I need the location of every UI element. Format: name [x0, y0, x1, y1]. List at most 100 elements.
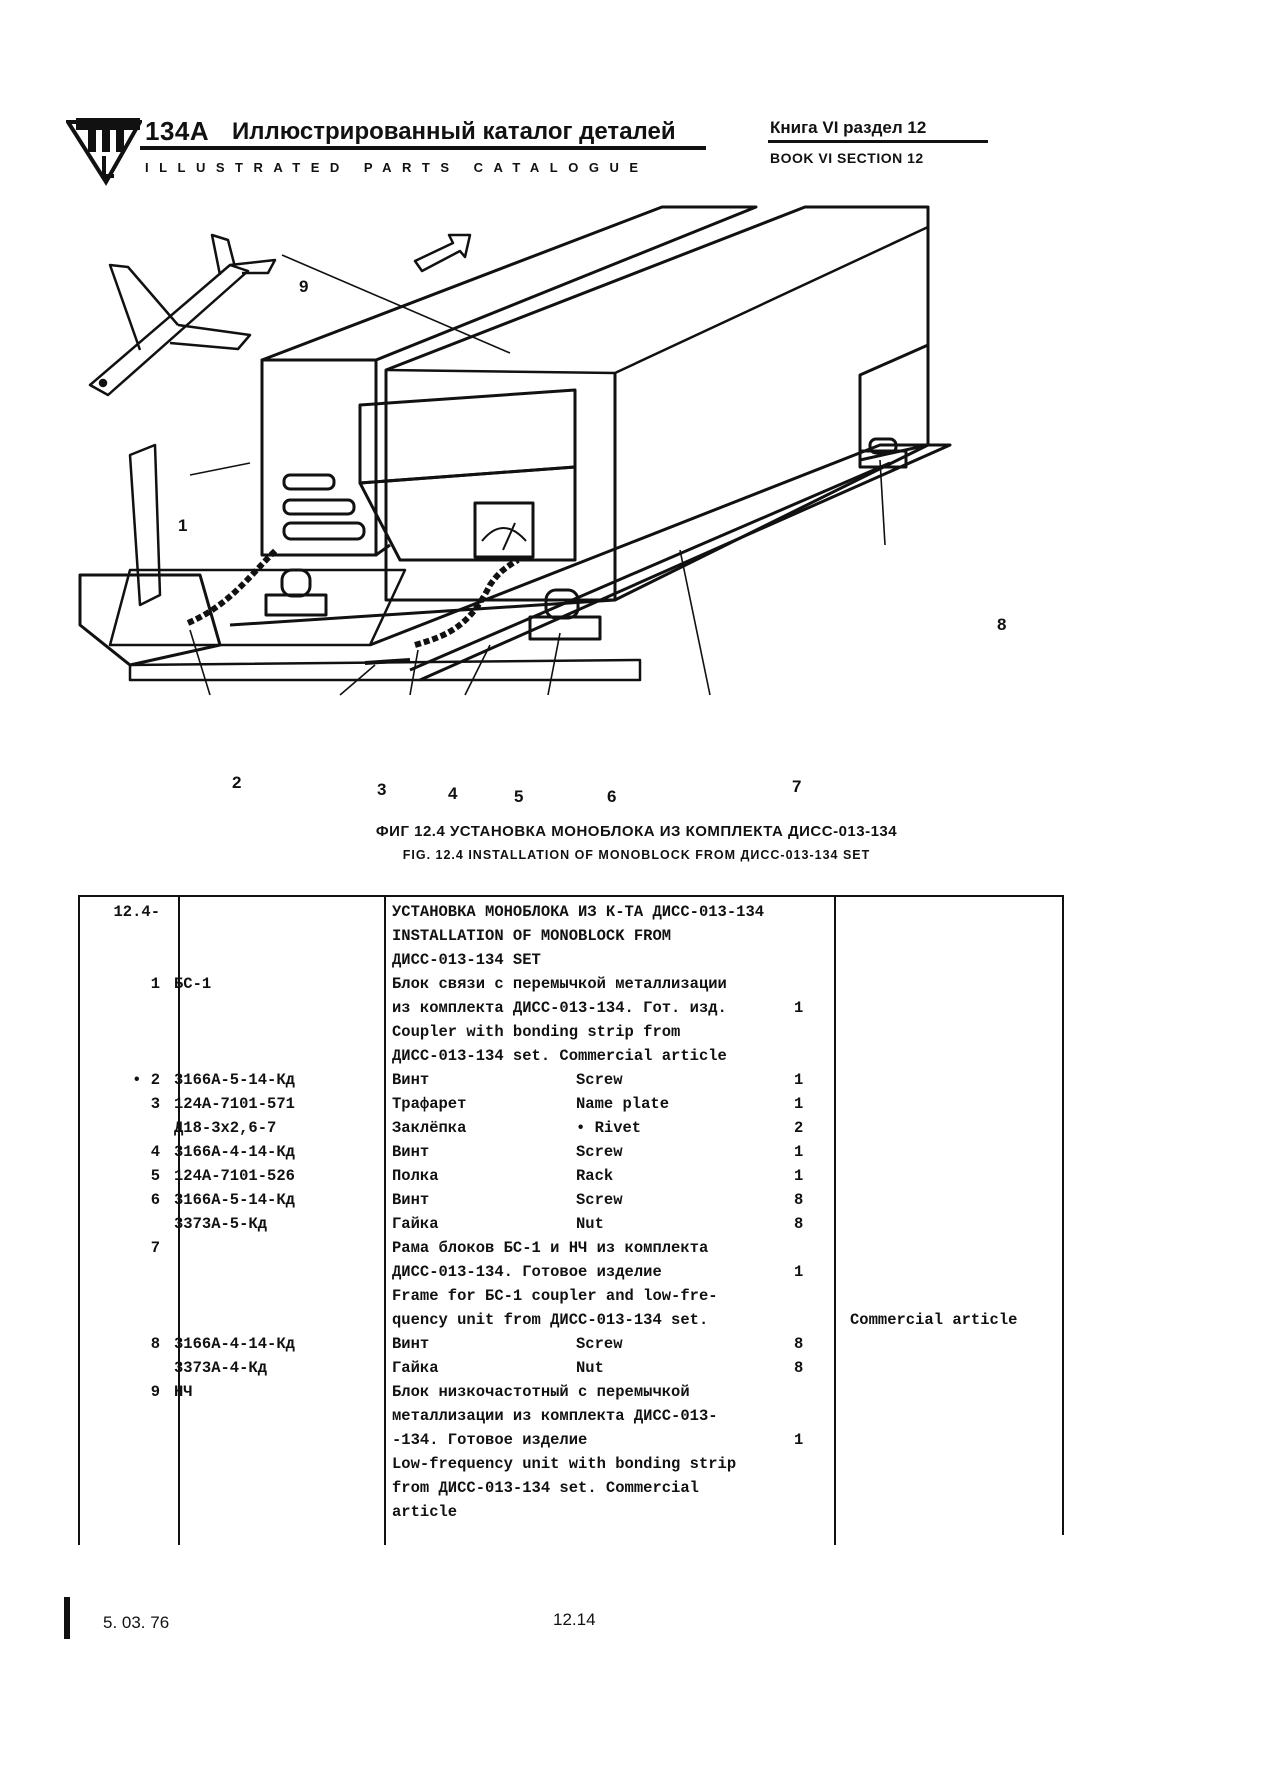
quantity: 1	[794, 1263, 804, 1281]
quantity: 1	[794, 1143, 804, 1161]
callout-1: 1	[178, 516, 188, 535]
nomenclature-en: Nut	[576, 1215, 604, 1233]
header-rule	[140, 146, 706, 150]
book-rule	[768, 140, 988, 143]
nomenclature: ДИСС-013-134 SET	[392, 951, 541, 969]
nomenclature: металлизации из комплекта ДИСС-013-	[392, 1407, 718, 1425]
callout-7: 7	[792, 777, 802, 796]
part-number: 3166А-5-14-Кд	[174, 1191, 295, 1209]
book-section-ru: Книга VI раздел 12	[770, 118, 927, 137]
figure-caption-ru: ФИГ 12.4 УСТАНОВКА МОНОБЛОКА ИЗ КОМПЛЕКТ…	[375, 823, 898, 840]
item-number: 4	[150, 1143, 160, 1161]
nomenclature: Рама блоков БС-1 и НЧ из комплекта	[392, 1239, 709, 1257]
nomenclature: Гайка	[392, 1359, 439, 1377]
quantity: 8	[794, 1215, 804, 1233]
item-number: 7	[150, 1239, 160, 1257]
nomenclature-en: Name plate	[576, 1095, 670, 1113]
page-number: 12.14	[553, 1610, 596, 1629]
callout-3: 3	[377, 780, 387, 799]
item-number: 1	[150, 975, 160, 993]
quantity: 8	[794, 1335, 804, 1353]
nomenclature: Гайка	[392, 1215, 439, 1233]
nomenclature: Полка	[392, 1167, 439, 1185]
nomenclature: Low-frequency unit with bonding strip	[392, 1455, 737, 1473]
nomenclature: Блок связи с перемычкой металлизации	[392, 975, 727, 993]
item-number: 3	[150, 1095, 160, 1113]
callout-8: 8	[997, 615, 1007, 634]
nomenclature: -134. Готовое изделие	[392, 1431, 588, 1449]
book-section-en: BOOK VI SECTION 12	[770, 150, 924, 166]
quantity: 1	[794, 1095, 804, 1113]
part-number: НЧ	[174, 1383, 193, 1401]
nomenclature: Винт	[392, 1143, 430, 1161]
nomenclature-en: • Rivet	[576, 1119, 642, 1137]
revision-bar	[64, 1597, 70, 1639]
figure-caption-en: FIG. 12.4 INSTALLATION OF MONOBLOCK FROM…	[402, 848, 871, 862]
part-number: 3166А-5-14-Кд	[174, 1071, 295, 1089]
nomenclature-en: Rack	[576, 1167, 614, 1185]
callout-5: 5	[514, 787, 524, 806]
shock-mount-icon	[264, 437, 908, 641]
nomenclature: INSTALLATION OF MONOBLOCK FROM	[392, 927, 672, 945]
callout-2: 2	[232, 773, 242, 792]
aircraft-icon	[88, 233, 277, 397]
part-number: 124А-7101-526	[174, 1167, 295, 1185]
quantity: 8	[794, 1191, 804, 1209]
nomenclature: Винт	[392, 1071, 430, 1089]
table-left-border	[78, 895, 80, 1545]
part-number: 3373А-4-Кд	[174, 1359, 268, 1377]
quantity: 1	[794, 999, 804, 1017]
quantity: 1	[794, 1071, 804, 1089]
nomenclature-en: Screw	[576, 1143, 623, 1161]
catalogue-title-en: ILLUSTRATED PARTS CATALOGUE	[145, 160, 649, 175]
nomenclature-en: Nut	[576, 1359, 604, 1377]
nomenclature: Трафарет	[392, 1095, 467, 1113]
item-number: 12.4-	[113, 903, 160, 921]
item-number: 5	[150, 1167, 160, 1185]
quantity: 8	[794, 1359, 804, 1377]
table-col-divider	[384, 895, 386, 1545]
catalogue-title-ru: Иллюстрированный каталог деталей	[232, 118, 676, 145]
item-number: 6	[150, 1191, 160, 1209]
monoblock-illustration	[78, 205, 952, 696]
quantity: 2	[794, 1119, 804, 1137]
nomenclature: from ДИСС-013-134 set. Commercial	[392, 1479, 699, 1497]
tupolev-logo	[66, 118, 142, 186]
part-number: 3166А-4-14-Кд	[174, 1143, 295, 1161]
item-number: 8	[150, 1335, 160, 1353]
nomenclature: quency unit from ДИСС-013-134 set.	[392, 1311, 709, 1329]
model-number: 134A	[145, 116, 210, 146]
nomenclature: УСТАНОВКА МОНОБЛОКА ИЗ К-ТА ДИСС-013-134	[392, 903, 765, 921]
nomenclature-en: Screw	[576, 1071, 623, 1089]
callout-9: 9	[299, 277, 309, 296]
issue-date: 5. 03. 76	[103, 1613, 170, 1632]
part-number: 3166А-4-14-Кд	[174, 1335, 295, 1353]
nomenclature: article	[392, 1503, 458, 1521]
nomenclature: Заклёпка	[392, 1119, 467, 1137]
part-number: БС-1	[174, 975, 212, 993]
quantity: 1	[794, 1167, 804, 1185]
nomenclature: Винт	[392, 1191, 430, 1209]
part-number: 124А-7101-571	[174, 1095, 295, 1113]
part-number: 3373А-5-Кд	[174, 1215, 268, 1233]
nomenclature: Блок низкочастотный с перемычкой	[392, 1383, 690, 1401]
nomenclature: Винт	[392, 1335, 430, 1353]
remark: Commercial article	[850, 1311, 1018, 1329]
table-top-border	[78, 895, 1064, 897]
table-right-border	[1062, 895, 1064, 1535]
nomenclature: из комплекта ДИСС-013-134. Гот. изд.	[392, 999, 727, 1017]
nomenclature-en: Screw	[576, 1191, 623, 1209]
item-number: 9	[150, 1383, 160, 1401]
table-col-divider	[178, 895, 180, 1545]
quantity: 1	[794, 1431, 804, 1449]
part-number: Д18-3х2,6-7	[174, 1119, 277, 1137]
parts-table: 12.4- УСТАНОВКА МОНОБЛОКА ИЗ К-ТА ДИСС-01…	[78, 895, 1064, 1545]
callout-6: 6	[607, 787, 617, 806]
item-number: • 2	[132, 1071, 160, 1089]
callout-4: 4	[448, 784, 458, 803]
nomenclature: Coupler with bonding strip from	[392, 1023, 681, 1041]
nomenclature: ДИСС-013-134 set. Commercial article	[392, 1047, 727, 1065]
nomenclature: ДИСС-013-134. Готовое изделие	[392, 1263, 662, 1281]
direction-arrow-icon	[413, 233, 472, 273]
nomenclature-en: Screw	[576, 1335, 623, 1353]
